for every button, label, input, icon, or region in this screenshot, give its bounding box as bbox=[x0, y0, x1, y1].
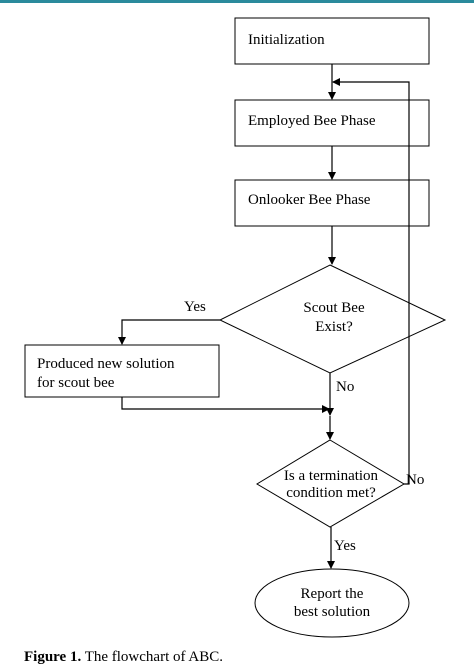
label-termination-yes: Yes bbox=[334, 538, 356, 554]
arrow-termination-no-loop bbox=[332, 78, 410, 485]
termination-line2: condition met? bbox=[286, 485, 376, 501]
top-accent-rule bbox=[0, 0, 474, 3]
scout-bee-decision: Scout Bee Exist? bbox=[218, 264, 447, 374]
scout-decision-line1: Scout Bee bbox=[303, 300, 365, 316]
employed-bee-phase-label: Employed Bee Phase bbox=[248, 113, 376, 129]
arrow-scout-yes-to-produced bbox=[118, 319, 220, 345]
employed-bee-phase-box: Employed Bee Phase bbox=[234, 99, 430, 147]
onlooker-bee-phase-box: Onlooker Bee Phase bbox=[234, 179, 430, 227]
initialization-label: Initialization bbox=[248, 32, 325, 48]
onlooker-bee-phase-label: Onlooker Bee Phase bbox=[248, 192, 371, 208]
figure-caption-text: The flowchart of ABC. bbox=[81, 649, 224, 665]
produced-new-solution-box: Produced new solution for scout bee bbox=[24, 344, 220, 398]
initialization-box: Initialization bbox=[234, 17, 430, 65]
label-termination-no: No bbox=[406, 472, 424, 488]
arrow-produced-merge bbox=[121, 397, 330, 413]
report-line2: best solution bbox=[294, 604, 371, 620]
termination-line1: Is a termination bbox=[284, 468, 379, 484]
figure-caption: Figure 1. The flowchart of ABC. bbox=[24, 648, 223, 666]
termination-decision: Is a termination condition met? bbox=[256, 439, 405, 528]
scout-decision-line2: Exist? bbox=[315, 319, 353, 335]
label-scout-yes: Yes bbox=[184, 299, 206, 315]
produced-line2: for scout bee bbox=[37, 375, 115, 391]
produced-line1: Produced new solution bbox=[37, 356, 175, 372]
label-scout-no: No bbox=[336, 379, 354, 395]
figure-caption-label: Figure 1. bbox=[24, 649, 82, 665]
report-line1: Report the bbox=[301, 586, 364, 602]
report-best-solution-terminal: Report the best solution bbox=[254, 568, 410, 638]
